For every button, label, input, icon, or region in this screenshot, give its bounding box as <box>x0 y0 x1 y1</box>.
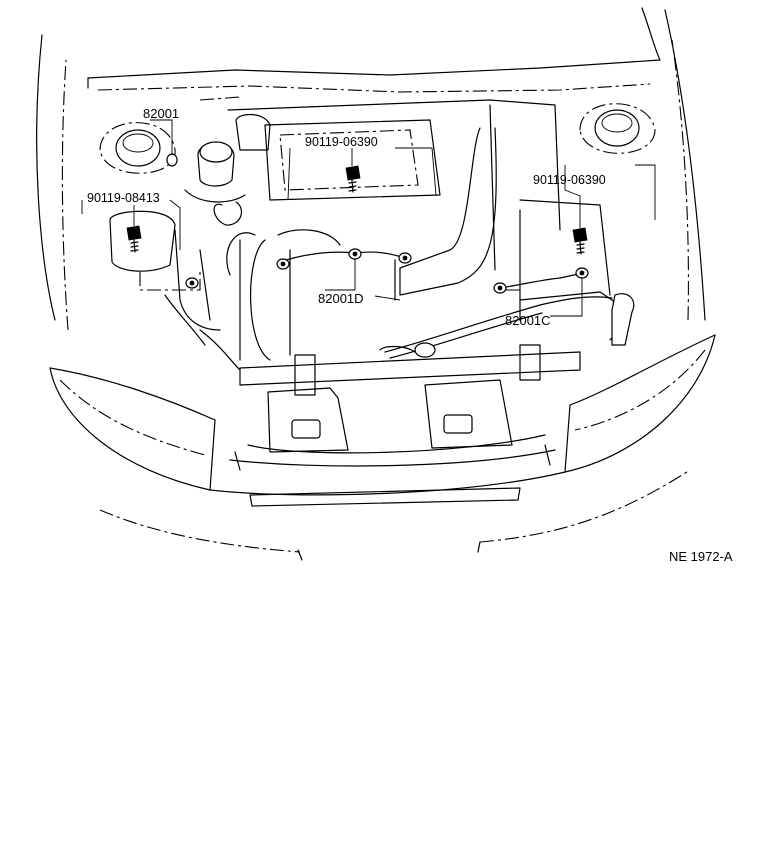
label-bolt-center: 90119-06390 <box>305 135 378 149</box>
engine-block <box>199 96 611 371</box>
clamp-82001 <box>166 153 178 167</box>
bolt-center-icon <box>345 165 361 193</box>
wire-harness <box>279 251 635 359</box>
harness-clamps <box>166 153 589 294</box>
car-body <box>36 7 716 561</box>
label-82001c: 82001C <box>505 313 551 328</box>
bolt-left-icon <box>126 225 142 253</box>
brake-fluid-reservoir <box>184 114 271 226</box>
radiator-support <box>239 344 581 454</box>
part-labels: 82001 90119-08413 90119-06390 90119-0639… <box>87 106 733 564</box>
leader-lines <box>81 119 656 317</box>
bolt-right-icon <box>572 227 588 255</box>
label-bolt-right: 90119-06390 <box>533 173 606 187</box>
left-strut-tower <box>99 122 176 174</box>
label-82001d: 82001D <box>318 291 364 306</box>
label-82001: 82001 <box>143 106 179 121</box>
reference-code: NE 1972-A <box>669 549 733 564</box>
label-bolt-left: 90119-08413 <box>87 191 160 205</box>
right-strut-tower <box>579 103 656 154</box>
left-relay-box <box>109 210 221 346</box>
